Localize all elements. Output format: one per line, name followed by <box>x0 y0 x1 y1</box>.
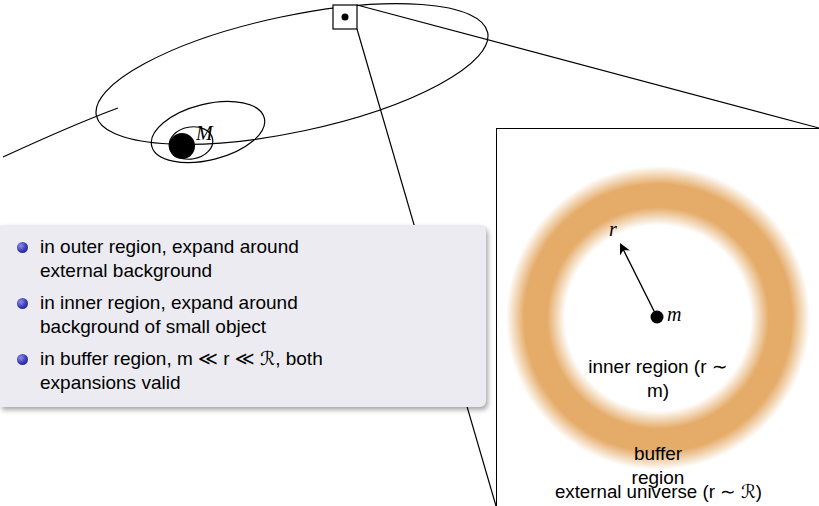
radius-label: r <box>609 218 617 240</box>
orbit-curve <box>3 108 118 157</box>
radius-arrow <box>621 245 657 317</box>
region-label: inner region (r ∼ m) <box>583 355 733 403</box>
small-body <box>342 14 349 21</box>
mass-label: M <box>196 122 213 144</box>
bullet-panel: in outer region, expand around external … <box>0 225 486 407</box>
bullet-item: in inner region, expand around backgroun… <box>0 291 476 339</box>
bullet-item: in buffer region, m ≪ r ≪ ℛ, both expans… <box>0 347 476 395</box>
bullet-dot <box>17 298 28 309</box>
zoom-line <box>357 5 819 128</box>
small-mass <box>651 311 664 324</box>
bullet-dot <box>17 242 28 253</box>
mass-label: m <box>667 303 681 325</box>
zoom-square <box>333 5 357 29</box>
bullet-text: in buffer region, m ≪ r ≪ ℛ, both expans… <box>40 347 340 395</box>
bullet-item: in outer region, expand around external … <box>0 235 476 283</box>
bullet-dot <box>17 354 28 365</box>
region-label: buffer region <box>608 442 708 490</box>
large-mass <box>169 133 195 159</box>
orbit-curve <box>145 91 271 173</box>
bullet-text: in inner region, expand around backgroun… <box>40 291 340 339</box>
bullet-text: in outer region, expand around external … <box>40 235 340 283</box>
